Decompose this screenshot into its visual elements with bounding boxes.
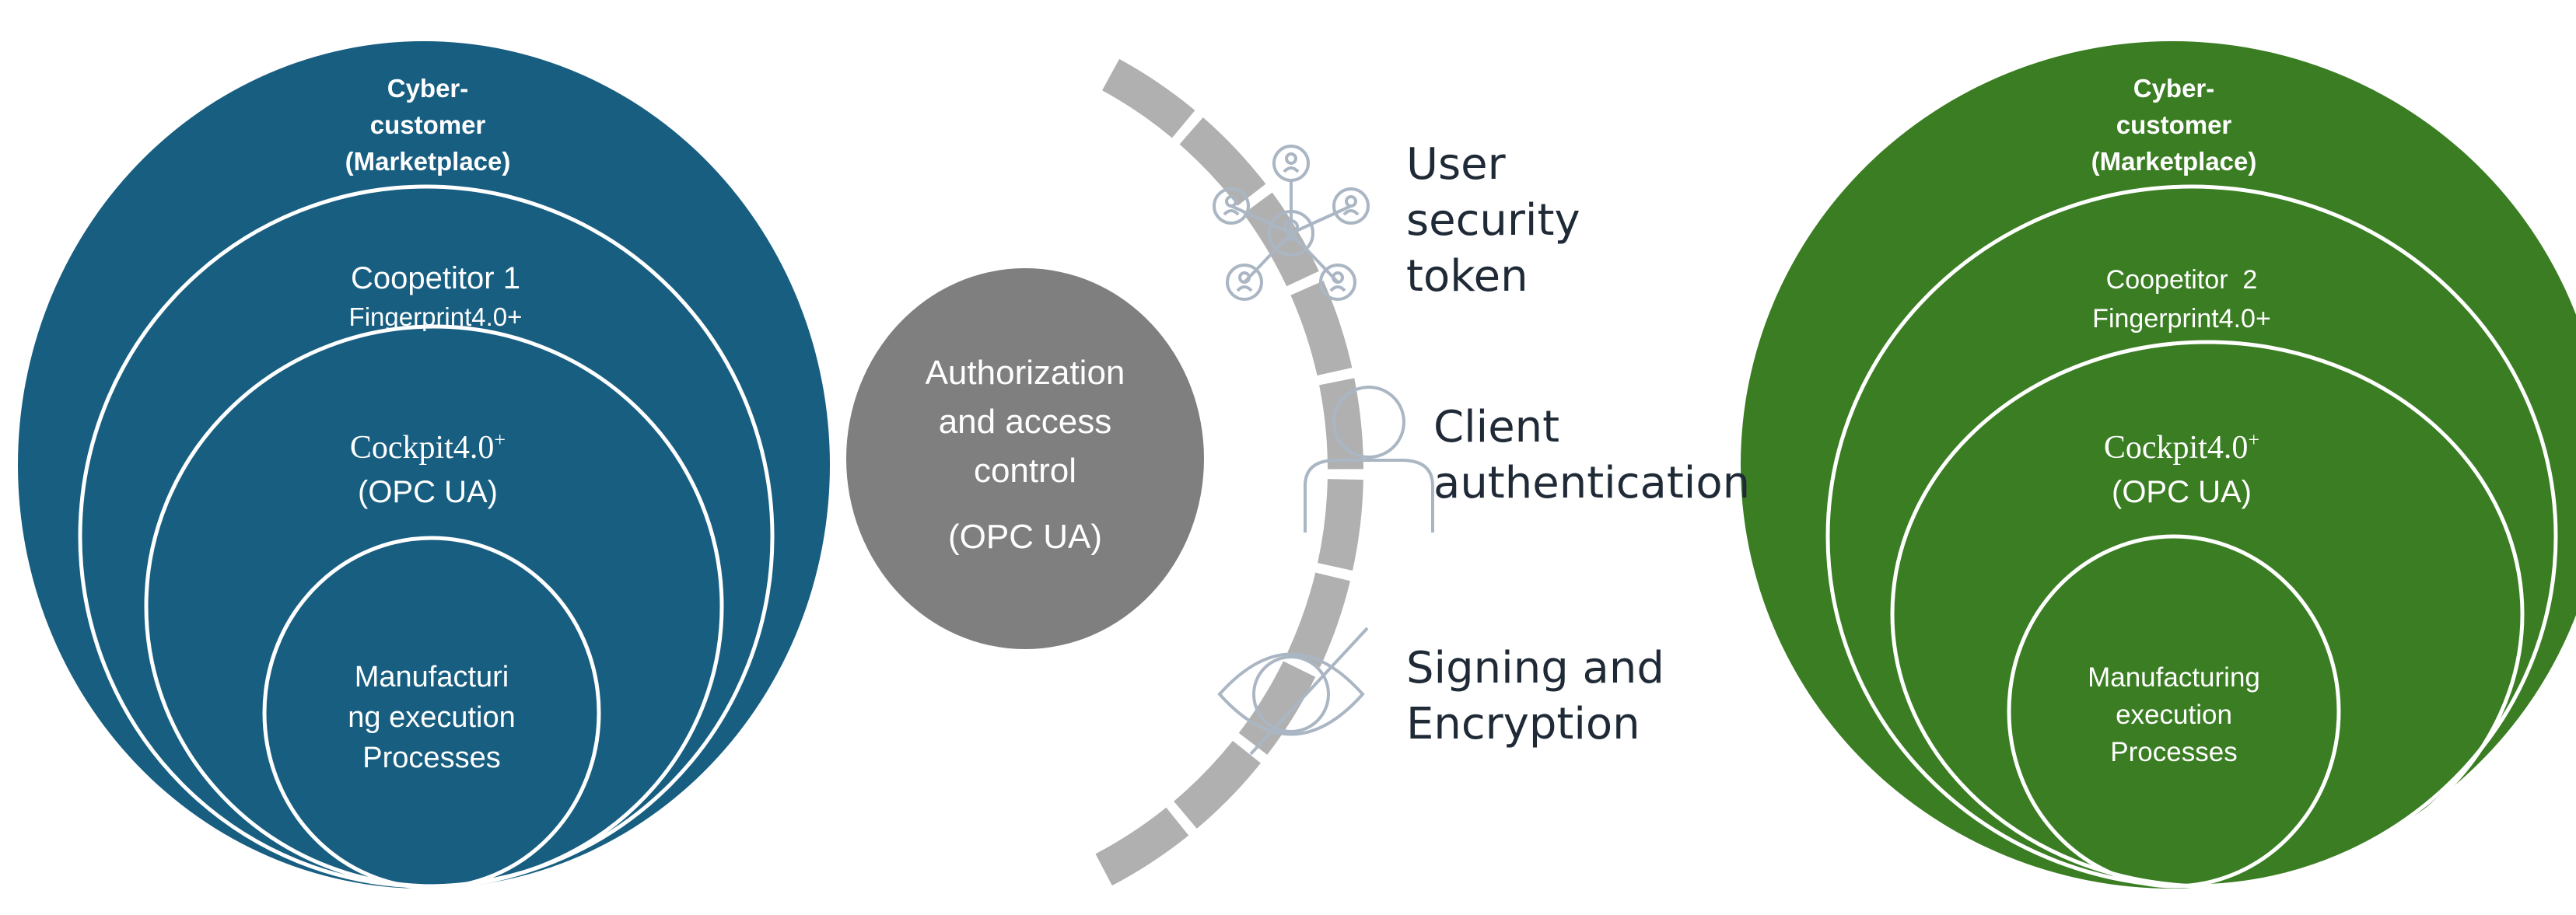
arc-segment	[1238, 661, 1316, 755]
left-core-line-2: ng execution	[348, 701, 516, 734]
eye-icon	[1217, 627, 1369, 756]
right-outer-line-1: Cyber-	[2133, 74, 2215, 103]
right-ring-cockpit	[1890, 340, 2525, 889]
center-line-1: Authorization	[925, 354, 1125, 392]
left-ring3-label: Cockpit4.0+ (OPC UA)	[272, 416, 583, 512]
signing-encryption-label: Signing and Encryption	[1406, 641, 1664, 753]
right-core-line-2: execution	[2116, 700, 2232, 730]
left-ring-core	[262, 536, 601, 890]
arc-segment	[1102, 58, 1195, 138]
sec-label-2-line-2: authentication	[1433, 458, 1751, 508]
security-arc	[1095, 58, 1363, 886]
left-cockpit-label: Cockpit4.0	[349, 430, 495, 466]
right-ring-core	[2007, 534, 2341, 889]
left-core-line-3: Processes	[362, 742, 501, 774]
user-security-token-label: User security token	[1406, 137, 1580, 305]
person-icon	[1304, 386, 1434, 533]
arc-segment	[1319, 378, 1363, 470]
left-outer-line-1: Cyber-	[387, 74, 469, 103]
arc-segment	[1243, 192, 1319, 287]
right-outer-line-3: (Marketplace)	[2091, 147, 2257, 176]
right-coopetitor-title: Coopetitor 2	[2105, 265, 2258, 295]
sec-label-1-line-2: security	[1406, 195, 1580, 246]
left-ring2-label: Coopetitor 1 Fingerprint4.0+	[257, 257, 614, 334]
left-outer-line-3: (Marketplace)	[345, 147, 511, 176]
left-coopetitor-title: Coopetitor 1	[351, 261, 520, 295]
right-fingerprint-label: Fingerprint4.0+	[2092, 304, 2271, 334]
arc-segment	[1095, 807, 1189, 886]
sec-label-3-line-1: Signing and	[1406, 643, 1664, 693]
left-core-line-1: Manufacturi	[354, 661, 509, 693]
arc-segment	[1290, 281, 1353, 376]
network-users-icon	[1213, 145, 1370, 301]
sec-label-1-line-1: User	[1406, 139, 1506, 190]
sec-label-2-line-1: Client	[1433, 402, 1560, 452]
authorization-circle	[846, 268, 1204, 649]
left-nested-circles	[18, 41, 830, 890]
right-outer-label: Cyber- customer (Marketplace)	[2026, 70, 2322, 180]
right-ring2-label: Coopetitor 2 Fingerprint4.0+	[2003, 260, 2361, 338]
center-label: Authorization and access control (OPC UA…	[870, 348, 1181, 561]
right-outer-circle	[1741, 41, 2576, 889]
left-outer-label: Cyber- customer (Marketplace)	[280, 70, 576, 180]
arc-segment	[1174, 740, 1261, 829]
left-outer-line-2: customer	[369, 110, 486, 139]
right-ring3-label: Cockpit4.0+ (OPC UA)	[2026, 416, 2337, 512]
arc-segment	[1179, 117, 1266, 206]
right-outer-line-2: customer	[2116, 110, 2232, 139]
right-core-line-1: Manufacturing	[2088, 662, 2260, 693]
center-opcua-label: (OPC UA)	[948, 518, 1102, 556]
sec-label-3-line-2: Encryption	[1406, 699, 1640, 749]
left-core-label: Manufacturi ng execution Processes	[292, 657, 572, 778]
arc-segment	[1287, 572, 1350, 668]
center-line-2: and access	[938, 403, 1112, 441]
right-cockpit-sup: +	[2248, 428, 2260, 451]
sec-label-1-line-3: token	[1406, 251, 1528, 302]
arc-segment	[1318, 479, 1363, 571]
right-nested-circles	[1741, 41, 2576, 889]
left-opcua-label: (OPC UA)	[358, 475, 498, 509]
right-cockpit-label: Cockpit4.0	[2103, 430, 2249, 466]
right-core-line-3: Processes	[2110, 737, 2238, 767]
client-authentication-label: Client authentication	[1433, 400, 1750, 512]
left-cockpit-sup: +	[494, 428, 506, 451]
right-opcua-label: (OPC UA)	[2112, 475, 2252, 509]
center-line-3: control	[973, 452, 1077, 490]
right-core-label: Manufacturing execution Processes	[2034, 659, 2314, 771]
left-fingerprint-label: Fingerprint4.0+	[348, 302, 523, 331]
